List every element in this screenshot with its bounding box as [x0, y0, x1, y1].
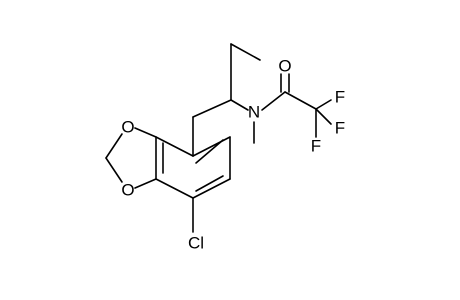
bond-ch-n: [230, 99, 249, 111]
atom-f-right: F: [335, 119, 345, 138]
atom-o-ring-bottom: O: [121, 181, 134, 200]
bond-dioxole-o2: [134, 178, 157, 189]
atom-o-carbonyl: O: [278, 57, 291, 76]
bond-ring-inner-3: [195, 139, 224, 164]
bond-dioxole-o1: [134, 127, 157, 138]
atom-f-top: F: [335, 88, 345, 107]
bond-layer: [105, 43, 332, 233]
atom-o-ring-top: O: [121, 118, 134, 137]
bond-ring-1: [155, 136, 194, 157]
bond-ch-ch2: [192, 99, 232, 118]
bond-cf3-f-right: [315, 108, 332, 125]
bond-ring-6: [192, 136, 231, 157]
bond-ring-inner-2: [195, 175, 224, 192]
atom-f-bottom: F: [311, 137, 321, 156]
bond-ring-3: [155, 178, 194, 199]
bond-dioxole-ch2-top: [105, 133, 123, 159]
bond-c-cf3: [284, 91, 317, 110]
atom-cl: Cl: [188, 234, 204, 253]
bond-ethyl-ch3: [230, 43, 261, 61]
bond-n-carbonyl: [261, 91, 286, 111]
bond-dioxole-ch2-bottom: [105, 157, 123, 183]
bond-cf3-f-top: [315, 99, 332, 110]
atom-n-amide: N: [248, 103, 260, 122]
bond-ring-4: [192, 178, 231, 199]
atom-label-layer: O N F F F O O Cl: [121, 57, 345, 253]
